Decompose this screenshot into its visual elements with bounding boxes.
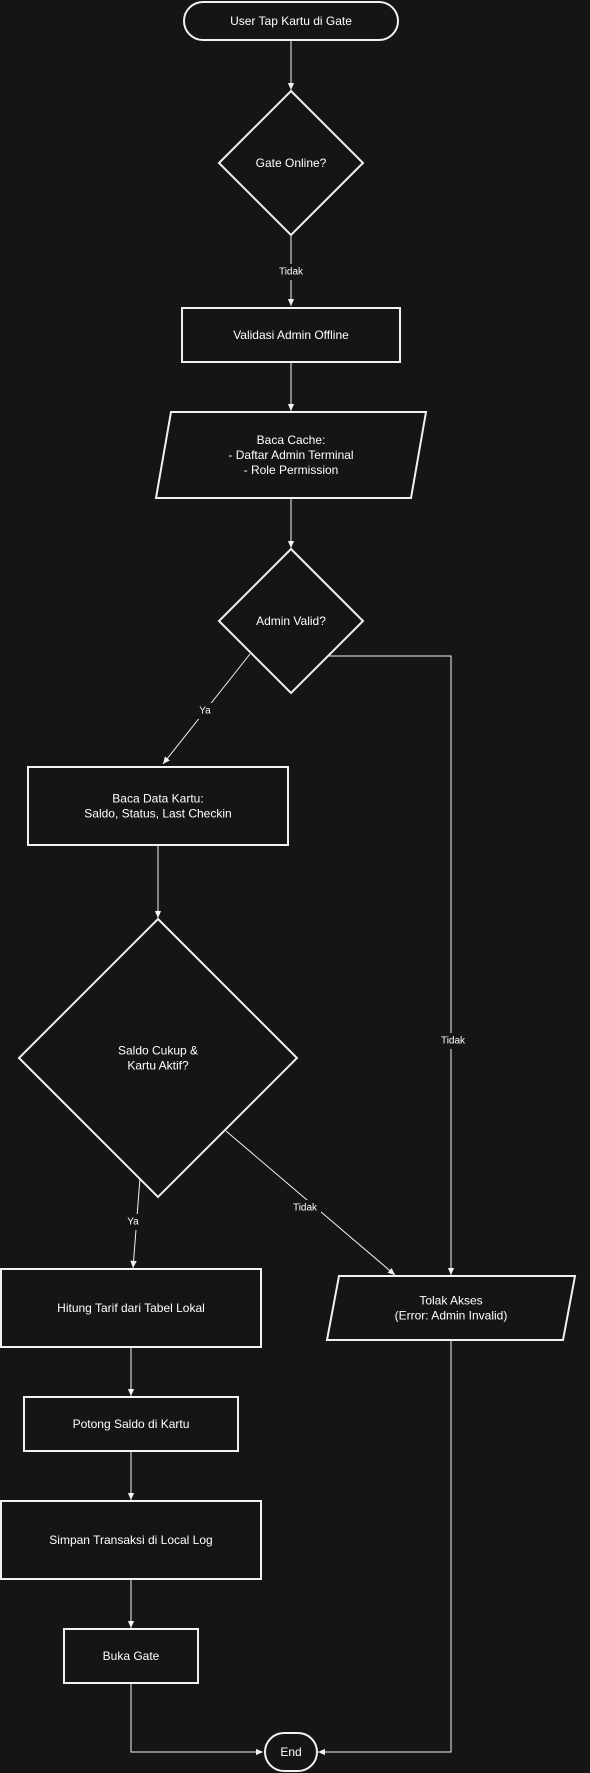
node-buka-gate: Buka Gate xyxy=(63,1628,199,1684)
node-baca-cache-shape xyxy=(154,411,428,499)
node-hitung-tarif-label: Hitung Tarif dari Tabel Lokal xyxy=(57,1301,205,1315)
edge-label: Tidak xyxy=(441,1036,466,1047)
edge-label-background xyxy=(275,264,307,280)
node-admin-valid-label: Admin Valid? xyxy=(256,614,326,628)
node-tolak-akses-label: (Error: Admin Invalid) xyxy=(395,1309,508,1323)
node-start: User Tap Kartu di Gate xyxy=(183,1,399,41)
node-hitung-tarif: Hitung Tarif dari Tabel Lokal xyxy=(0,1268,262,1348)
edge-saldo-cukup-to-tolak-akses: Tidak xyxy=(225,1130,396,1276)
node-gate-online: Gate Online? xyxy=(217,89,365,237)
edge-tolak-akses-to-end xyxy=(318,1340,452,1756)
node-buka-gate-label: Buka Gate xyxy=(103,1649,160,1663)
node-baca-kartu-label: Baca Data Kartu: xyxy=(112,792,203,806)
edge-label: Ya xyxy=(127,1217,139,1228)
edge-label: Ya xyxy=(199,706,211,717)
node-buka-gate-shape xyxy=(63,1628,199,1684)
node-admin-valid-shape xyxy=(217,547,365,695)
node-saldo-cukup-label: Saldo Cukup & xyxy=(118,1044,198,1058)
node-baca-cache-label: Baca Cache: xyxy=(257,433,326,447)
edge-saldo-cukup-to-hitung-tarif: Ya xyxy=(117,1177,149,1269)
node-simpan-transaksi-shape xyxy=(0,1500,262,1580)
node-baca-kartu-shape xyxy=(27,766,289,846)
edge-buka-gate-to-end xyxy=(130,1683,263,1756)
node-tolak-akses-label: Tolak Akses xyxy=(419,1294,482,1308)
node-potong-saldo-label: Potong Saldo di Kartu xyxy=(73,1417,190,1431)
edge-label-background xyxy=(117,1214,149,1230)
node-baca-cache-label: - Role Permission xyxy=(244,463,339,477)
node-start-shape xyxy=(183,1,399,41)
edge-line xyxy=(130,1683,263,1756)
node-end-label: End xyxy=(280,1745,301,1759)
node-end-shape xyxy=(264,1732,318,1772)
node-tolak-akses: Tolak Akses(Error: Admin Invalid) xyxy=(325,1275,577,1341)
node-baca-cache: Baca Cache:- Daftar Admin Terminal- Role… xyxy=(154,411,428,499)
node-start-label: User Tap Kartu di Gate xyxy=(230,14,352,28)
edge-label: Tidak xyxy=(293,1203,318,1214)
node-validasi-label: Validasi Admin Offline xyxy=(233,328,349,342)
edge-line xyxy=(318,1340,452,1756)
node-baca-cache-label: - Daftar Admin Terminal xyxy=(228,448,353,462)
node-simpan-transaksi-label: Simpan Transaksi di Local Log xyxy=(49,1533,212,1547)
edge-admin-valid-to-tolak-akses: Tidak xyxy=(327,655,469,1275)
edge-label: Tidak xyxy=(279,267,304,278)
edge-line xyxy=(327,655,455,1275)
node-baca-kartu: Baca Data Kartu:Saldo, Status, Last Chec… xyxy=(27,766,289,846)
node-saldo-cukup-label: Kartu Aktif? xyxy=(127,1059,189,1073)
node-gate-online-label: Gate Online? xyxy=(256,156,327,170)
node-simpan-transaksi: Simpan Transaksi di Local Log xyxy=(0,1500,262,1580)
node-hitung-tarif-shape xyxy=(0,1268,262,1348)
node-validasi-shape xyxy=(181,307,401,363)
node-end: End xyxy=(264,1732,318,1772)
node-potong-saldo: Potong Saldo di Kartu xyxy=(23,1396,239,1452)
edge-admin-valid-to-baca-kartu: Ya xyxy=(162,653,251,765)
node-tolak-akses-shape xyxy=(325,1275,577,1341)
node-admin-valid: Admin Valid? xyxy=(217,547,365,695)
node-saldo-cukup: Saldo Cukup &Kartu Aktif? xyxy=(17,917,299,1199)
edge-label-background xyxy=(189,703,221,719)
node-validasi: Validasi Admin Offline xyxy=(181,307,401,363)
node-saldo-cukup-shape xyxy=(17,917,299,1199)
node-gate-online-shape xyxy=(217,89,365,237)
node-potong-saldo-shape xyxy=(23,1396,239,1452)
edge-label-background xyxy=(289,1200,321,1216)
edge-gate-online-to-validasi: Tidak xyxy=(275,235,307,306)
node-baca-kartu-label: Saldo, Status, Last Checkin xyxy=(84,807,231,821)
edge-label-background xyxy=(437,1033,469,1049)
